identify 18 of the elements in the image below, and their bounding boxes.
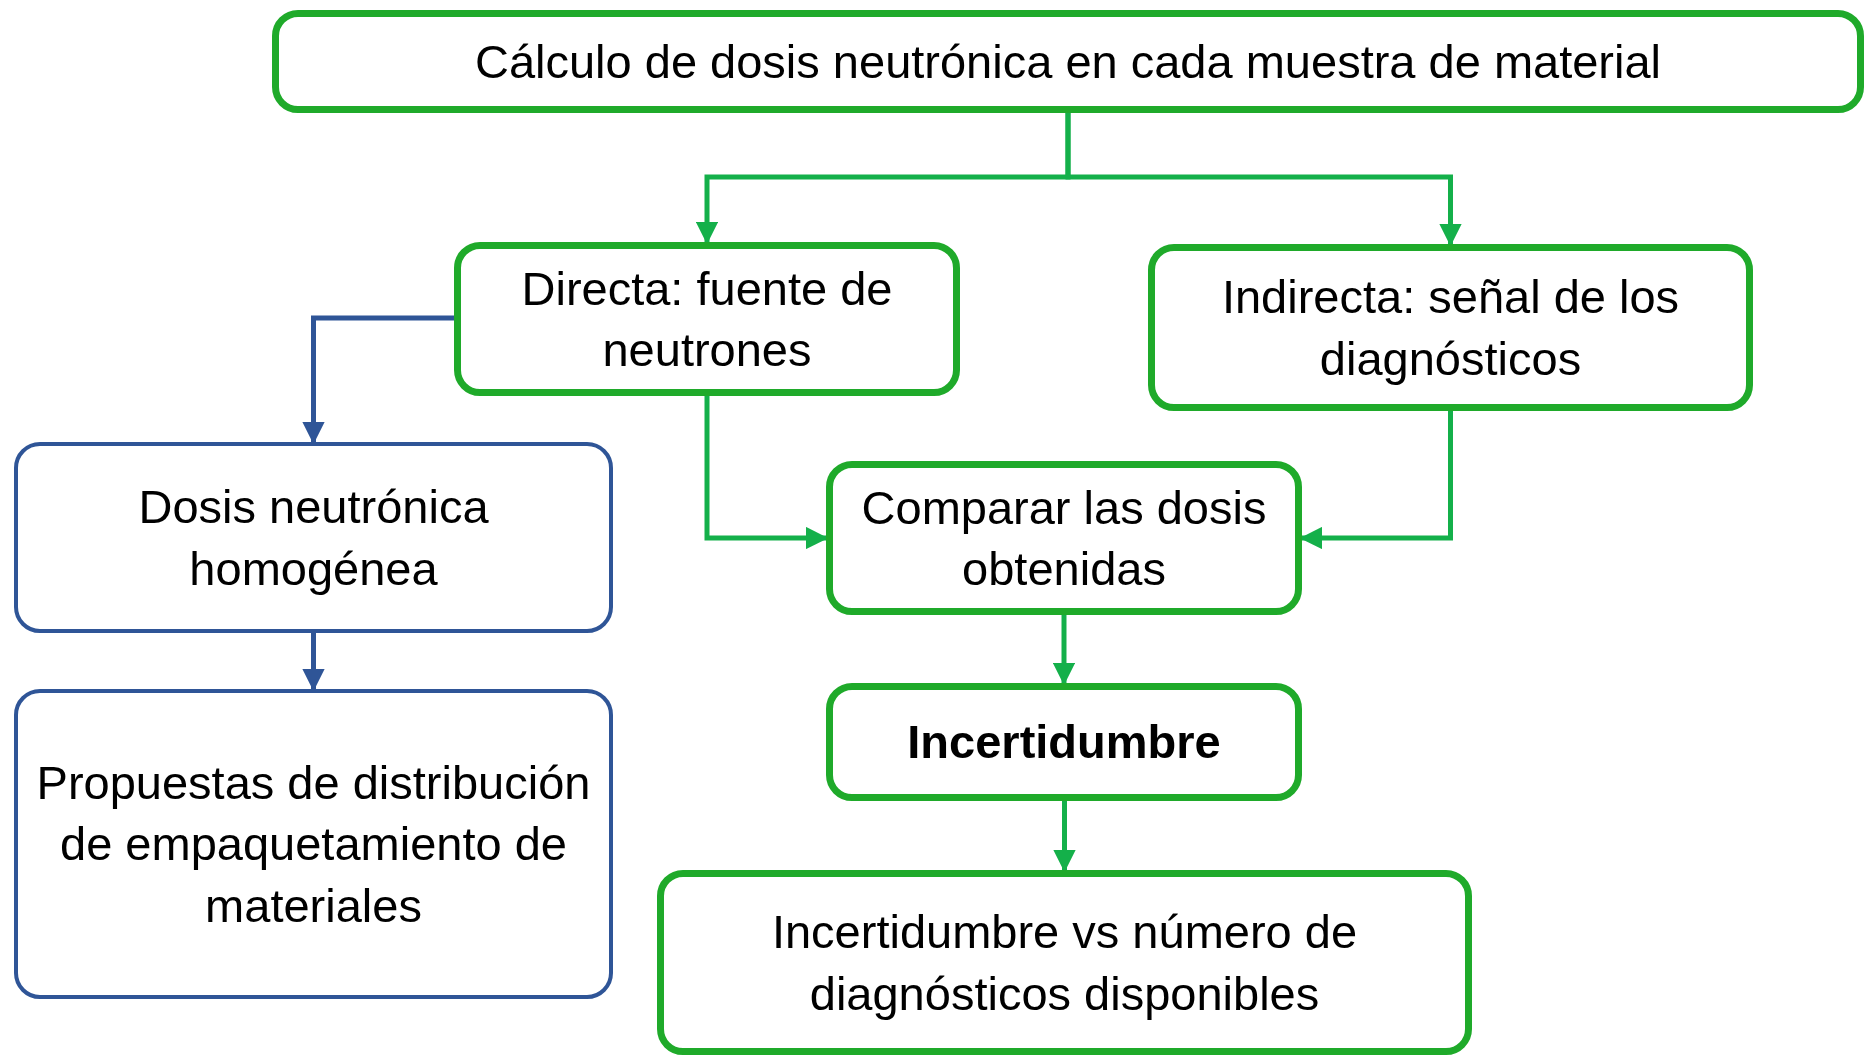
box-label: Cálculo de dosis neutrónica en cada muestra de material — [474, 33, 1662, 90]
process-box — [826, 683, 1302, 801]
box-label: Indirecta: señal de los diagnósticos — [1220, 269, 1681, 387]
box-label: Dosis neutrónica homogénea — [137, 479, 490, 597]
process-box — [14, 689, 613, 999]
process-box — [454, 242, 960, 396]
box-label: Propuestas de distribución de empaquetamiento de materiales — [35, 755, 592, 934]
arrow — [302, 315, 454, 445]
box-label: Incertidumbre vs número de diagnósticos disponibles — [770, 904, 1359, 1022]
box-label: Directa: fuente de neutrones — [520, 260, 894, 378]
process-box — [657, 870, 1472, 1055]
process-box — [826, 461, 1302, 615]
process-box — [1148, 244, 1753, 411]
box-label: Incertidumbre — [907, 714, 1221, 771]
arrow — [302, 633, 325, 692]
box-label: Comparar las dosis obtenidas — [860, 479, 1268, 597]
process-box — [272, 10, 1864, 113]
process-box — [14, 442, 613, 633]
